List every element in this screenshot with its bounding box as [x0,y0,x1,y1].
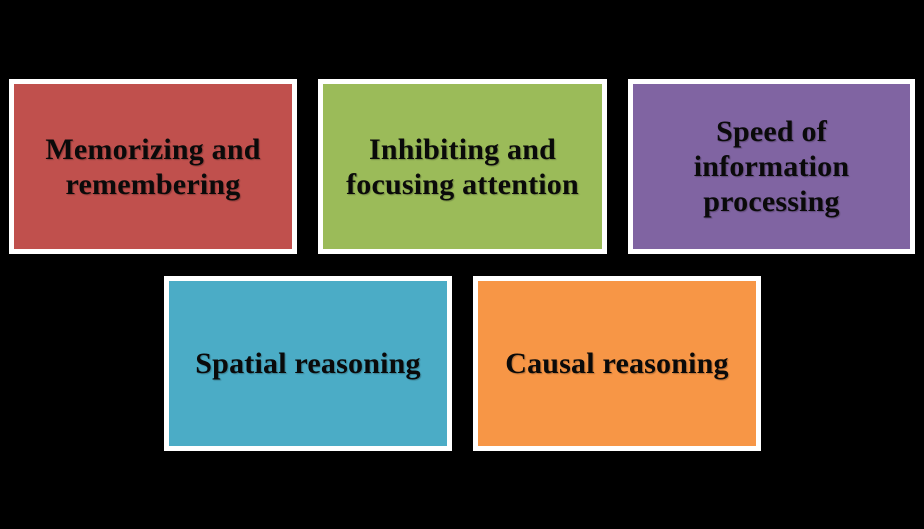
box-label: Causal reasoning [505,347,729,380]
box-fill-green: Inhibiting and focusing attention [323,84,602,249]
box-fill-red: Memorizing and remembering [14,84,292,249]
box-memorizing-and-remembering: Memorizing and remembering [9,79,297,254]
box-label: Inhibiting and focusing attention [346,132,579,201]
box-label: Speed of information processing [693,115,850,218]
box-inhibiting-and-focusing-attention: Inhibiting and focusing attention [318,79,607,254]
box-fill-blue: Spatial reasoning [169,281,447,446]
box-label: Spatial reasoning [195,347,421,380]
box-label: Memorizing and remembering [45,132,261,201]
box-fill-orange: Causal reasoning [478,281,756,446]
box-fill-purple: Speed of information processing [633,84,910,249]
box-causal-reasoning: Causal reasoning [473,276,761,451]
box-spatial-reasoning: Spatial reasoning [164,276,452,451]
box-speed-of-information-processing: Speed of information processing [628,79,915,254]
